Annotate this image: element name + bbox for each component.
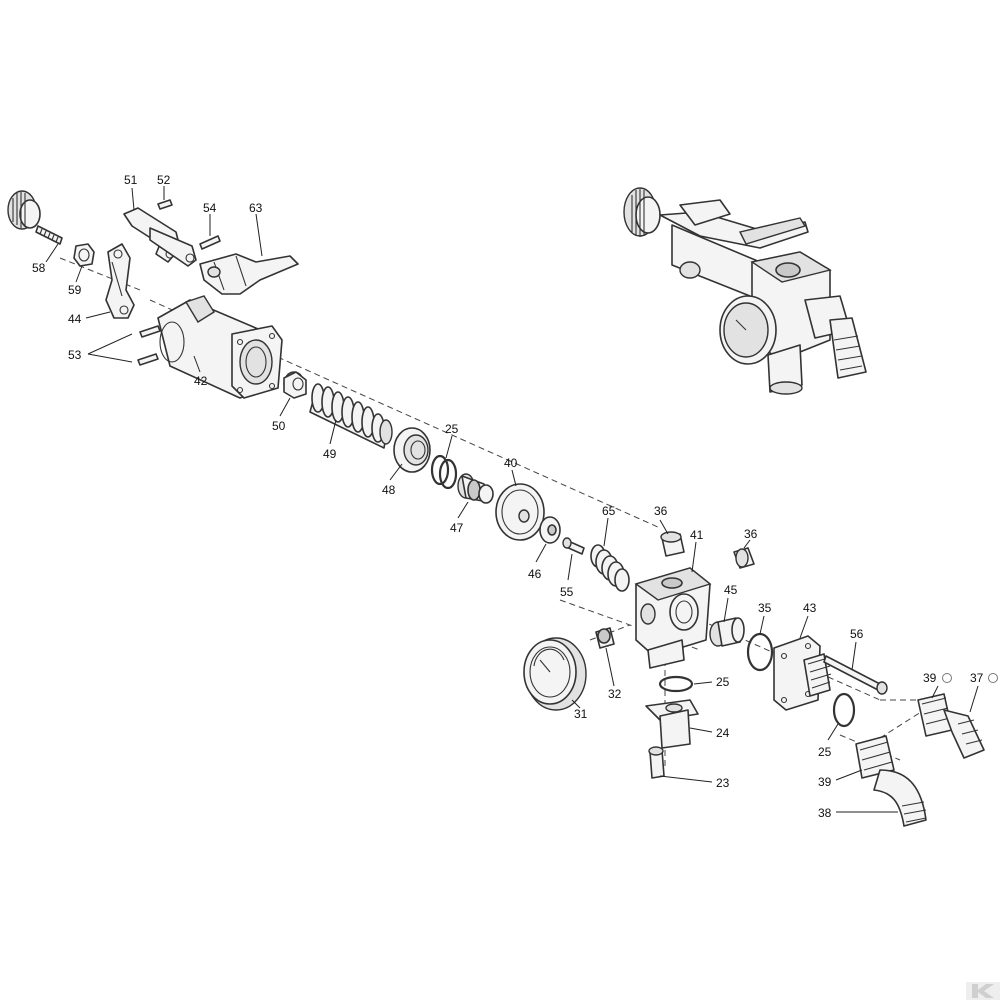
part-31-gauge [523,637,587,711]
label-59: 59 [68,283,82,297]
part-25-oring-lower [658,675,694,693]
label-56: 56 [850,627,864,641]
label-65: 65 [602,504,616,518]
part-39-37-straight-tail [917,693,985,759]
part-65-spring [590,544,630,592]
part-35-oring [746,632,774,672]
label-32: 32 [608,687,622,701]
part-50-bushing [283,371,307,399]
part-46-washer [539,516,561,544]
k-logo-icon [966,982,1000,1000]
label-31: 31 [574,707,588,721]
part-32-adaptor [595,627,615,649]
circle-outline-icon [988,673,998,683]
label-40: 40 [504,456,518,470]
part-55-screw [562,537,585,555]
label-39-upper: 39 [923,671,937,685]
label-63: 63 [249,201,263,215]
leader-lines [45,186,979,813]
part-24-spigot [645,699,699,749]
part-25-orings-upper [430,454,458,490]
part-53-pins [137,325,161,366]
label-36-top: 36 [654,504,668,518]
label-44: 44 [68,312,82,326]
label-41: 41 [690,528,704,542]
label-38: 38 [818,806,832,820]
callout-labels: 58 59 44 53 42 51 52 54 63 50 49 48 25 4… [32,173,984,820]
part-45-fitting [709,617,745,647]
label-25-lower: 25 [716,675,730,689]
label-47: 47 [450,521,464,535]
label-35: 35 [758,601,772,615]
part-48-cup [393,427,431,473]
label-25-right: 25 [818,745,832,759]
label-24: 24 [716,726,730,740]
part-44-lever [105,243,135,319]
part-36-plug-top [660,531,685,557]
label-45: 45 [724,583,738,597]
label-43: 43 [803,601,817,615]
part-58-knob [7,190,63,245]
part-52-pin [157,199,173,210]
part-49-spring [309,383,393,449]
part-39-38-elbow [855,735,927,827]
part-41-valve-block [634,567,712,669]
part-51-link [123,207,197,267]
label-36-right: 36 [744,527,758,541]
part-36-plug-right [733,547,755,569]
part-59-nut [73,243,95,267]
label-55: 55 [560,585,574,599]
label-37: 37 [970,671,984,685]
label-49: 49 [323,447,337,461]
label-48: 48 [382,483,396,497]
label-50: 50 [272,419,286,433]
assembled-unit-view [623,187,867,395]
label-46: 46 [528,567,542,581]
label-52: 52 [157,173,171,187]
part-56-bolt [823,655,888,695]
part-40-disc [495,483,545,541]
label-51: 51 [124,173,138,187]
label-23: 23 [716,776,730,790]
part-54-pin [199,235,221,250]
part-23-bolt [648,746,665,779]
part-25-oring-right [832,692,856,728]
label-54: 54 [203,201,217,215]
label-58: 58 [32,261,46,275]
part-47-spool [457,473,494,504]
part-43-flange [773,635,832,711]
label-39-lower: 39 [818,775,832,789]
label-25-upper: 25 [445,422,459,436]
label-53: 53 [68,348,82,362]
circle-outline-icon [942,673,952,683]
part-42-barrel [157,295,283,399]
label-42: 42 [194,374,208,388]
part-63-handle [199,253,299,295]
